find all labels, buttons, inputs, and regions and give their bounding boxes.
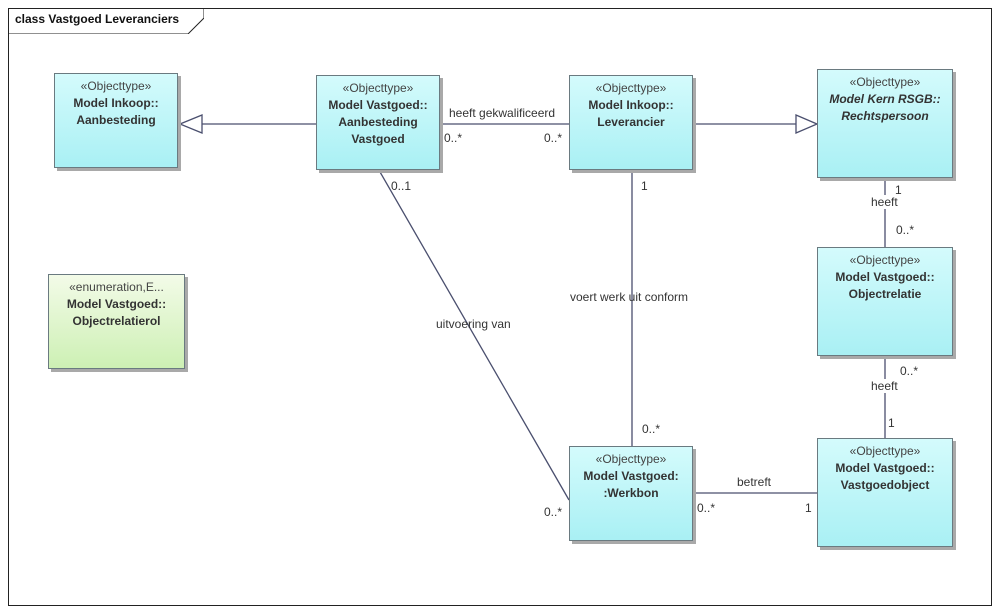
enumeration-objectrelatierol[interactable]: «enumeration,E... Model Vastgoed:: Objec… [48, 274, 185, 369]
association-label: heeft [871, 195, 898, 209]
class-objectrelatie[interactable]: «Objecttype» Model Vastgoed:: Objectrela… [817, 247, 953, 356]
class-name-line: Model Vastgoed:: [328, 98, 428, 112]
association-line-uitvoering [379, 171, 570, 501]
generalization-arrowhead [795, 114, 819, 134]
multiplicity-label: 1 [805, 501, 812, 515]
class-name-line: Vastgoed [351, 132, 405, 146]
class-vastgoedobject[interactable]: «Objecttype» Model Vastgoed:: Vastgoedob… [817, 438, 953, 547]
class-name-line: Aanbesteding [76, 113, 156, 127]
multiplicity-label: 0..* [896, 223, 915, 237]
class-name-line: :Werkbon [603, 486, 659, 500]
stereotype-label: «Objecttype» [595, 452, 667, 466]
diagram-title-tab [8, 8, 204, 34]
class-name-line: Model Vastgoed:: [835, 270, 935, 284]
class-name-line: Model Vastgoed:: [835, 461, 935, 475]
class-aanbesteding-vastgoed[interactable]: «Objecttype» Model Vastgoed:: Aanbestedi… [316, 75, 440, 170]
generalization-arrowhead [178, 114, 203, 134]
multiplicity-label: 0..* [642, 422, 661, 436]
multiplicity-label: 1 [888, 416, 895, 430]
multiplicity-label: 1 [895, 183, 902, 197]
class-name-line: Model Inkoop:: [588, 98, 674, 112]
multiplicity-label: 0..* [697, 501, 716, 515]
association-label: uitvoering van [436, 317, 511, 331]
class-werkbon[interactable]: «Objecttype» Model Vastgoed: :Werkbon [569, 446, 693, 541]
multiplicity-label: 0..* [444, 131, 463, 145]
class-name-line: Rechtspersoon [841, 109, 929, 123]
stereotype-label: «Objecttype» [849, 444, 921, 458]
stereotype-label: «Objecttype» [80, 79, 152, 93]
class-rechtspersoon[interactable]: «Objecttype» Model Kern RSGB:: Rechtsper… [817, 69, 953, 178]
multiplicity-label: 0..1 [391, 179, 412, 193]
class-name-line: Leverancier [597, 115, 665, 129]
stereotype-label: «Objecttype» [849, 253, 921, 267]
class-aanbesteding[interactable]: «Objecttype» Model Inkoop:: Aanbesteding [54, 73, 178, 168]
association-label: betreft [737, 475, 772, 489]
class-name-line: Vastgoedobject [840, 478, 930, 492]
multiplicity-label: 0..* [900, 364, 919, 378]
class-name-line: Model Kern RSGB:: [829, 92, 941, 106]
stereotype-label: «Objecttype» [342, 81, 414, 95]
class-name-line: Objectrelatie [848, 287, 922, 301]
class-name-line: Objectrelatierol [72, 314, 161, 328]
stereotype-label: «Objecttype» [849, 75, 921, 89]
diagram-frame [8, 8, 992, 606]
class-leverancier[interactable]: «Objecttype» Model Inkoop:: Leverancier [569, 75, 693, 170]
multiplicity-label: 1 [641, 179, 648, 193]
class-name-line: Aanbesteding [338, 115, 418, 129]
multiplicity-label: 0..* [544, 505, 563, 519]
class-name-line: Model Inkoop:: [73, 96, 159, 110]
association-label: voert werk uit conform [570, 290, 689, 304]
multiplicity-label: 0..* [544, 131, 563, 145]
class-name-line: Model Vastgoed:: [66, 297, 167, 311]
association-label: heeft [871, 379, 898, 393]
stereotype-label: «Objecttype» [595, 81, 667, 95]
association-label: heeft gekwalificeerd [449, 106, 556, 120]
class-name-line: Model Vastgoed: [583, 469, 679, 483]
diagram-title: class Vastgoed Leveranciers [15, 12, 180, 26]
stereotype-label: «enumeration,E... [69, 280, 164, 294]
